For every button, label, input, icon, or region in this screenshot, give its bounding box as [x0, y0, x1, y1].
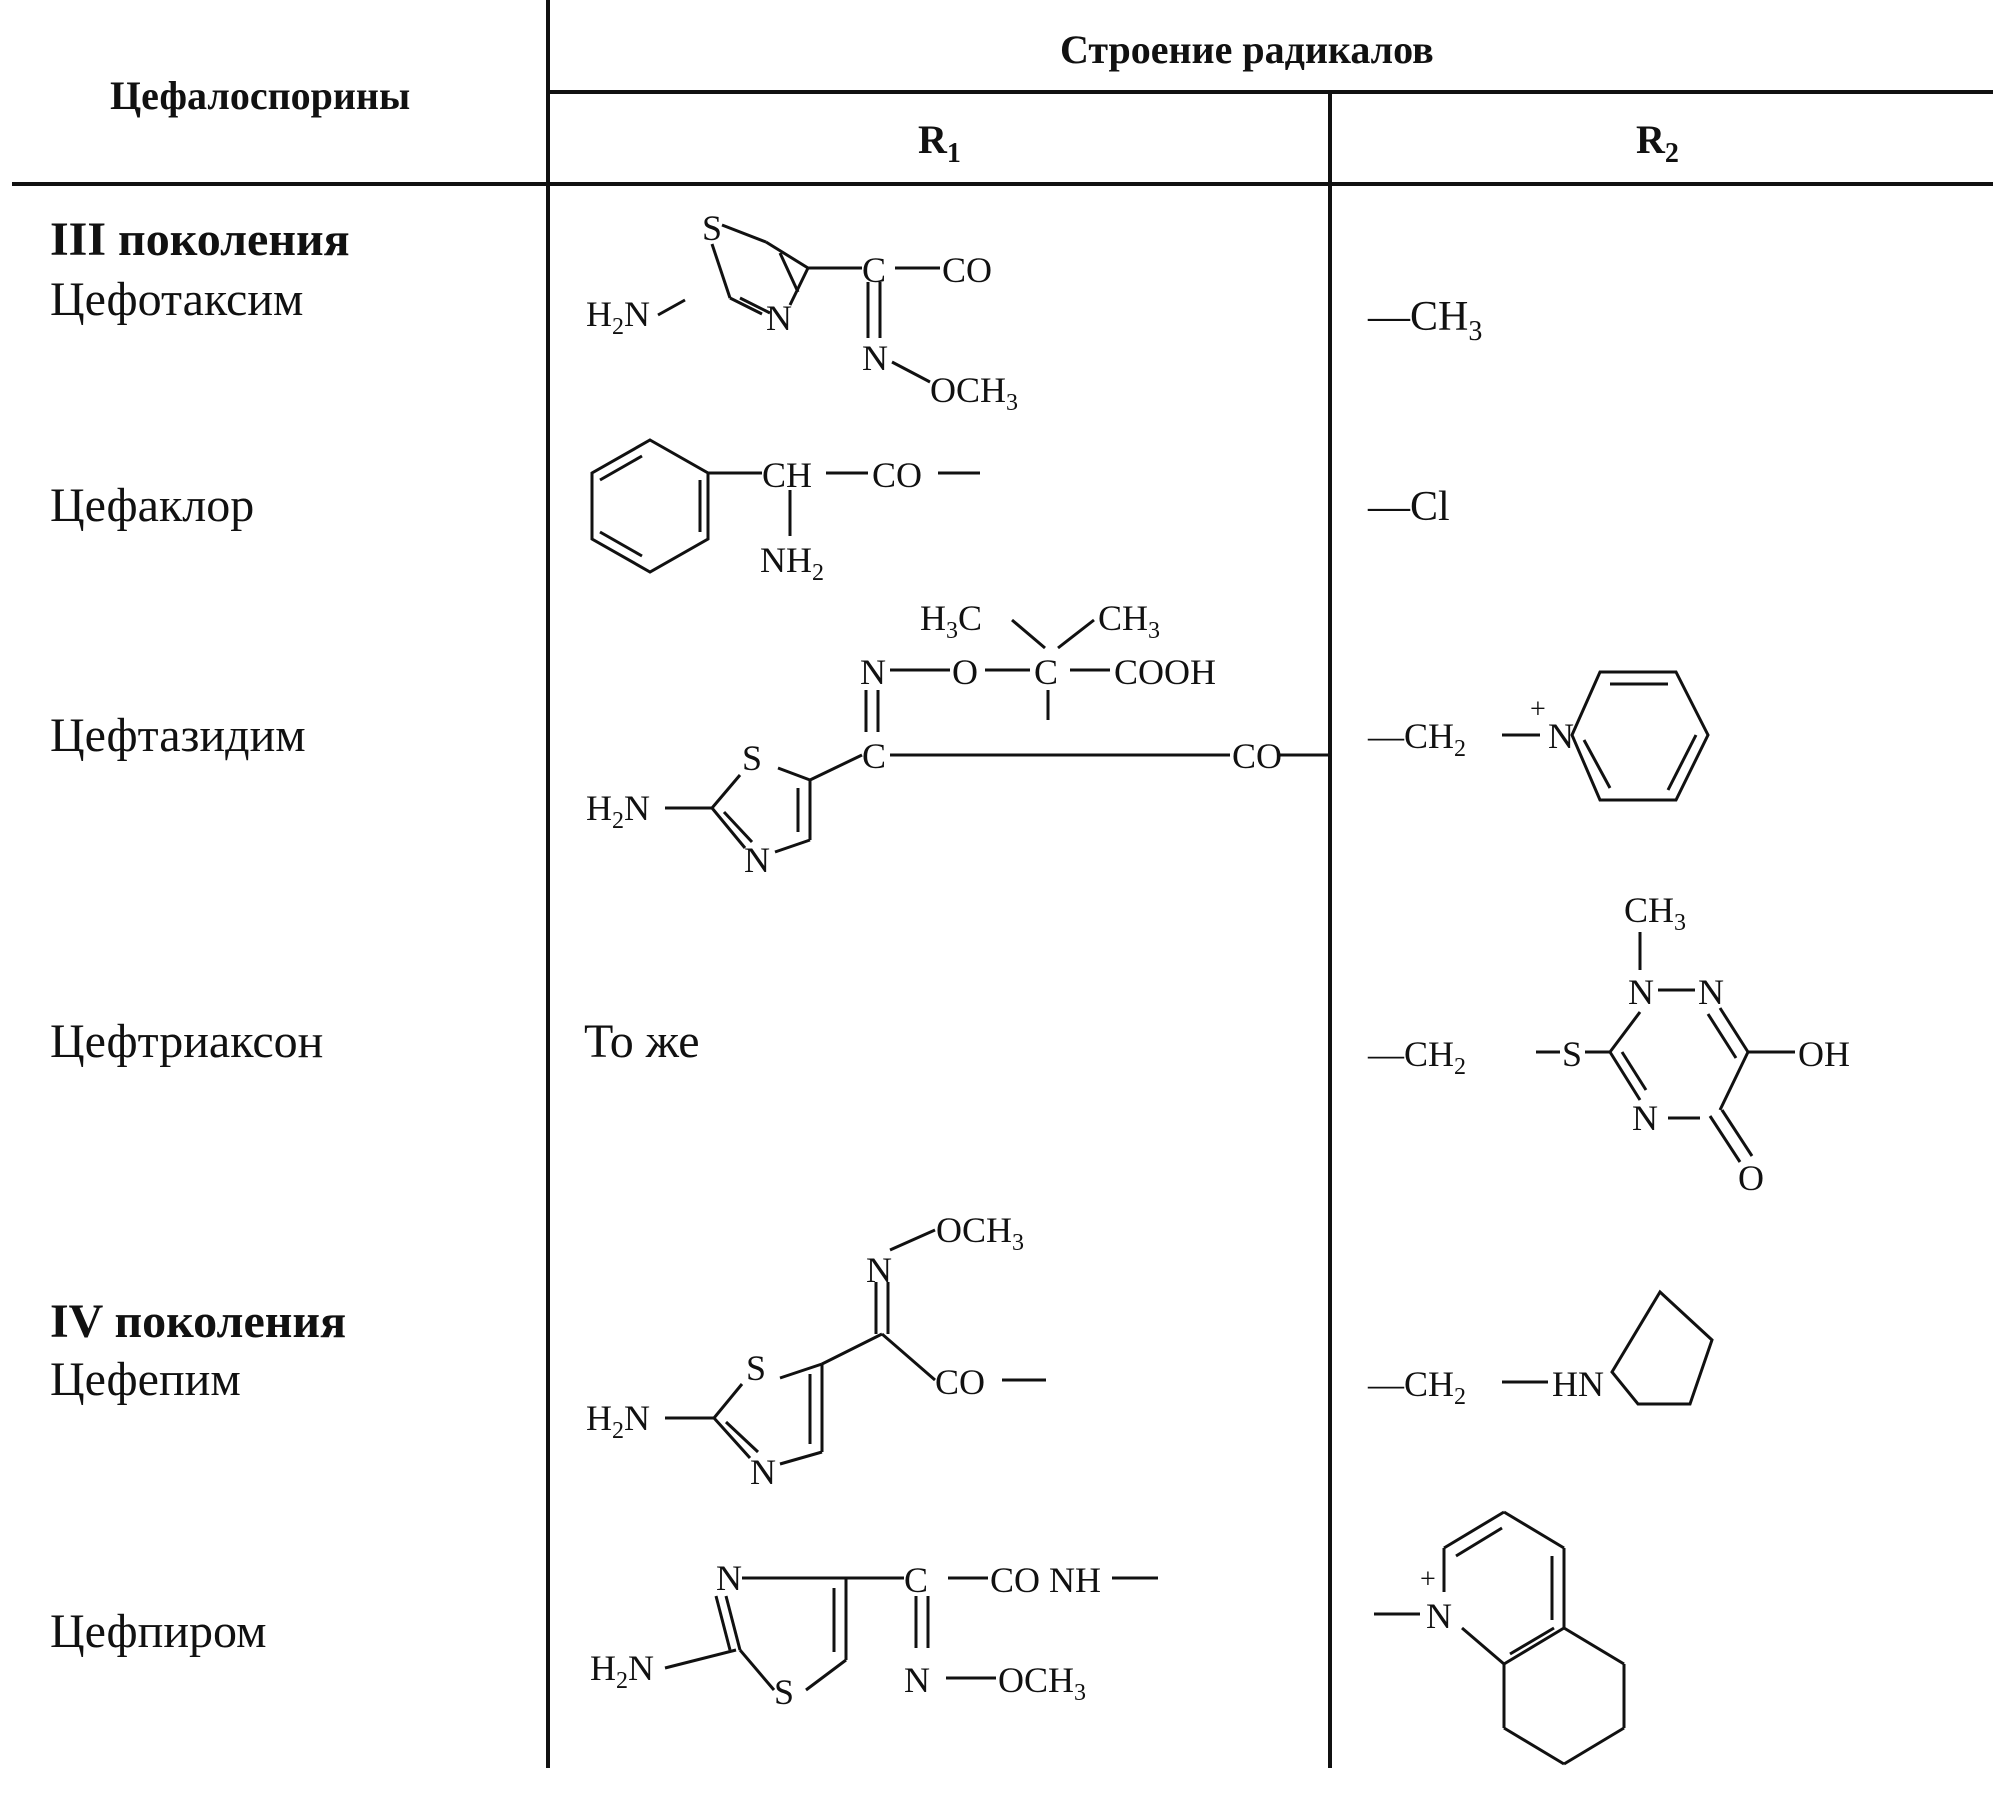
- amine-group: NH2: [760, 540, 824, 586]
- dimethyl-left: H3C: [920, 598, 982, 644]
- oxime-nitrogen: N: [866, 1250, 892, 1290]
- cefotaxime-r1-structure: S N H2N C CO N OCH3: [586, 208, 1018, 416]
- amine-group: H2N: [586, 1398, 650, 1444]
- oxime-nitrogen: N: [862, 338, 888, 378]
- sulfur-atom: S: [746, 1348, 766, 1388]
- drug-name-cefotaxime: Цефотаксим: [50, 273, 304, 326]
- amine-group: H2N: [586, 294, 650, 340]
- methoxy-group: OCH3: [998, 1660, 1086, 1706]
- generation-iii-label: III поколения: [50, 213, 350, 266]
- methine-carbon: CH: [762, 455, 812, 495]
- pyrrolidinium-nitrogen: HN: [1552, 1364, 1604, 1404]
- sulfur-atom: S: [774, 1672, 794, 1712]
- carboxyl-group: COOH: [1114, 652, 1216, 692]
- dimethyl-right: CH3: [1098, 598, 1160, 644]
- methyl-group: —CH3: [1367, 294, 1482, 347]
- amine-group: H2N: [586, 788, 650, 834]
- ceftriaxone-r2-structure: CH3 N N N —CH2 S OH O: [1367, 890, 1850, 1198]
- pyridinium-nitrogen: N: [1548, 716, 1574, 756]
- drug-name-cefpirome: Цефпиром: [50, 1605, 267, 1658]
- carbonyl-group: CO: [1232, 736, 1282, 776]
- pyridinium-nitrogen: N: [1426, 1596, 1452, 1636]
- sulfur-atom: S: [702, 208, 722, 248]
- ceftazidime-r2-structure: —CH2 + N: [1367, 670, 1710, 802]
- triazine-nitrogen-3: N: [1632, 1098, 1658, 1138]
- triazine-nitrogen-2: N: [1698, 972, 1724, 1012]
- header-r2: R2: [1636, 117, 1679, 169]
- cefepime-r1-structure: OCH3 N S N H2N CO: [586, 1210, 1046, 1492]
- positive-charge: +: [1530, 694, 1546, 725]
- header-radical-structure: Строение радикалов: [1060, 27, 1434, 72]
- carboxamide-group: CO NH: [990, 1560, 1101, 1600]
- ring-nitrogen: N: [716, 1558, 742, 1598]
- cefepime-r2-structure: —CH2 HN: [1367, 1289, 1714, 1410]
- header-r1: R1: [918, 117, 961, 169]
- carbonyl-group: CO: [935, 1362, 985, 1402]
- header-cephalosporins: Цефалоспорины: [110, 73, 411, 118]
- hydroxyl-group: OH: [1798, 1034, 1850, 1074]
- methylene-linker: —CH2: [1367, 716, 1466, 762]
- methylene-linker: —CH2: [1367, 1364, 1466, 1410]
- carbon-atom: C: [862, 736, 886, 776]
- cefaclor-r2-structure: —Cl: [1367, 484, 1450, 530]
- ceftazidime-r1-structure: H3C CH3 N O C COOH C CO S N H2N: [586, 598, 1330, 880]
- carbonyl-group: CO: [942, 250, 992, 290]
- drug-name-ceftazidime: Цефтазидим: [50, 709, 306, 762]
- chloro-group: —Cl: [1367, 484, 1450, 530]
- quaternary-carbon: C: [1034, 652, 1058, 692]
- methylene-linker: —CH2: [1367, 1034, 1466, 1080]
- cefpirome-r1-structure: N S H2N C CO NH N OCH3: [590, 1558, 1158, 1712]
- cefpirome-r2-structure: + N: [1374, 1510, 1626, 1766]
- ceftriaxone-r1-same-note: То же: [584, 1015, 700, 1068]
- triazine-nitrogen-1: N: [1628, 972, 1654, 1012]
- amine-group: H2N: [590, 1648, 654, 1694]
- generation-iv-label: IV поколения: [50, 1295, 347, 1348]
- cefaclor-r1-structure: CH CO NH2: [590, 438, 980, 586]
- drug-name-cefaclor: Цефаклор: [50, 479, 255, 532]
- methoxy-group: OCH3: [936, 1210, 1024, 1256]
- carbon-atom: C: [904, 1560, 928, 1600]
- thioether-sulfur: S: [1562, 1034, 1582, 1074]
- carbonyl-oxygen: O: [1738, 1158, 1764, 1198]
- ring-nitrogen: N: [744, 840, 770, 880]
- ring-nitrogen: N: [766, 298, 792, 338]
- drug-name-cefepime: Цефепим: [50, 1353, 241, 1406]
- sulfur-atom: S: [742, 738, 762, 778]
- oxime-nitrogen: N: [904, 1660, 930, 1700]
- carbon-atom: C: [862, 250, 886, 290]
- n-methyl-group: CH3: [1624, 890, 1686, 936]
- drug-name-ceftriaxone: Цефтриаксон: [50, 1015, 324, 1068]
- oxime-nitrogen: N: [860, 652, 886, 692]
- methoxy-group: OCH3: [930, 370, 1018, 416]
- carbonyl-group: CO: [872, 455, 922, 495]
- cefotaxime-r2-structure: —CH3: [1367, 294, 1482, 347]
- positive-charge: +: [1420, 1564, 1436, 1595]
- ether-oxygen: O: [952, 652, 978, 692]
- table-rules: [12, 0, 1993, 1768]
- ring-nitrogen: N: [750, 1452, 776, 1492]
